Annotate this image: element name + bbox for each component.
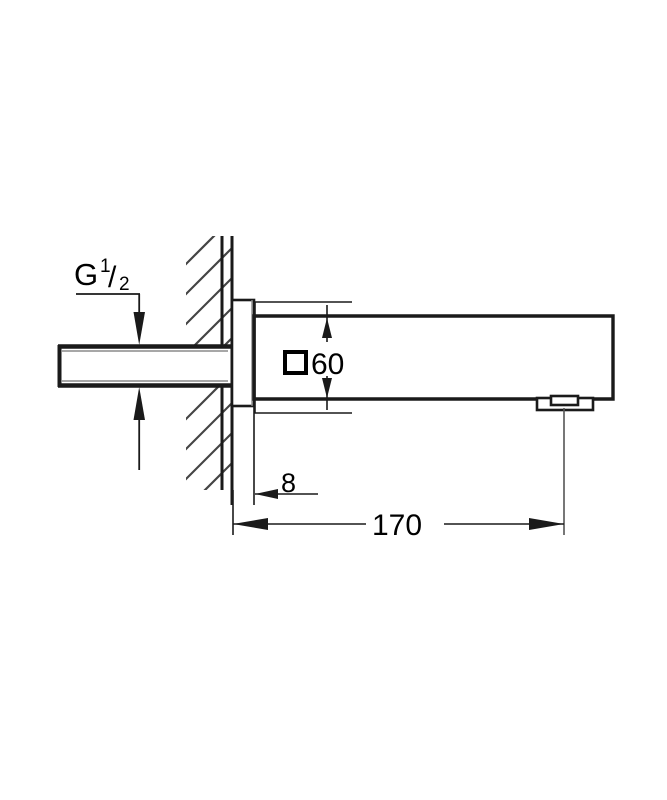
aerator-outlet bbox=[535, 394, 595, 412]
proj-arrow-left bbox=[233, 518, 268, 530]
thread-label-denominator: 2 bbox=[119, 274, 130, 295]
thread-arrow-bottom bbox=[133, 387, 145, 420]
sec-arrow-top bbox=[322, 318, 332, 338]
threaded-inlet-nipple bbox=[57, 344, 232, 388]
sec-label-backdrop bbox=[282, 342, 362, 376]
dimension-wall-offset: 8 bbox=[231, 406, 318, 505]
dimension-thread-size: G 1 / 2 bbox=[74, 256, 145, 470]
thread-label-slash: / bbox=[108, 261, 117, 294]
sec-arrow-bottom bbox=[322, 378, 332, 398]
off-dim-label: 8 bbox=[281, 468, 296, 498]
proj-label-backdrop bbox=[366, 505, 444, 541]
aerator-insert bbox=[549, 394, 580, 407]
escutcheon-body bbox=[230, 298, 256, 408]
dimension-projection: 170 bbox=[232, 408, 565, 542]
thread-arrow-top bbox=[133, 312, 145, 345]
dimension-section-height: 60 bbox=[254, 301, 362, 414]
square-section-icon bbox=[283, 350, 308, 375]
thread-label-numerator: 1 bbox=[100, 256, 111, 277]
square-spout-body bbox=[252, 314, 615, 401]
spout-outline bbox=[252, 314, 615, 401]
escutcheon-plate bbox=[230, 298, 256, 408]
off-arrow bbox=[255, 489, 278, 499]
proj-arrow-right bbox=[529, 518, 564, 530]
wall-hatching-upper bbox=[186, 236, 232, 346]
sec-dim-label: 60 bbox=[311, 348, 344, 381]
proj-dim-label: 170 bbox=[372, 509, 422, 542]
thread-label-g: G bbox=[74, 257, 98, 292]
wall-hatching-lower bbox=[186, 385, 232, 490]
